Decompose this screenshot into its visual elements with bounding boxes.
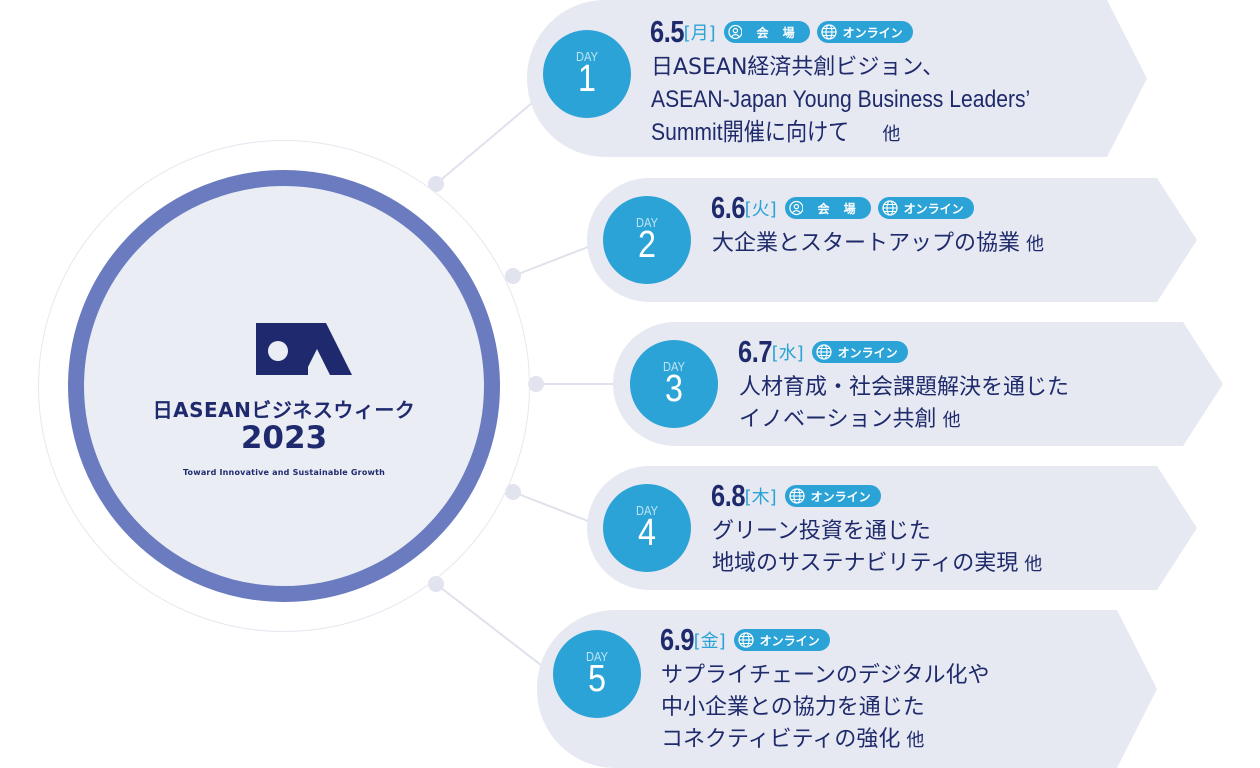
- connector-dot: [528, 376, 544, 392]
- day-weekday: [木]: [744, 487, 777, 508]
- title-line: 中小企業との協力を通じた: [661, 695, 925, 720]
- title-line: グリーン投資を通じた: [712, 519, 931, 544]
- online-tag: オンライン: [784, 485, 881, 507]
- title-line: 地域のサステナビリティの実現: [712, 551, 1019, 576]
- venue-tag: 会 場: [723, 21, 810, 43]
- other-label: 他: [942, 410, 961, 431]
- hub-outer-ring: [38, 140, 530, 632]
- day-label: DAY: [663, 359, 685, 374]
- day-number: 3: [665, 368, 683, 410]
- title-line: Summit開催に向けて: [651, 119, 850, 146]
- online-label: オンライン: [903, 201, 964, 216]
- day-label: DAY: [576, 49, 598, 64]
- title-line: 日ASEAN経済共創ビジョン、: [651, 55, 945, 80]
- day-header-4: 6.8 [木] オンライン: [711, 478, 888, 514]
- online-label: オンライン: [842, 25, 903, 40]
- hub-name: 日ASEANビジネスウィーク: [152, 398, 416, 422]
- day-number: 5: [588, 658, 606, 700]
- venue-label: 会 場: [756, 25, 800, 40]
- title-line: 人材育成・社会課題解決を通じた: [739, 375, 1070, 400]
- title-line: ASEAN-Japan Young Business Leaders’: [651, 86, 1031, 113]
- title-line: 大企業とスタートアップの協業: [712, 231, 1021, 256]
- day-badge-2: DAY 2: [603, 196, 691, 284]
- day-number: 2: [638, 224, 656, 266]
- day-date: 6.8: [711, 478, 746, 513]
- online-label: オンライン: [759, 633, 820, 648]
- day-header-5: 6.9 [金] オンライン: [660, 622, 837, 658]
- day-label: DAY: [636, 503, 658, 518]
- day-badge-3: DAY 3: [630, 340, 718, 428]
- globe-icon: [738, 632, 754, 648]
- day-title-3: 人材育成・社会課題解決を通じた イノベーション共創他: [739, 372, 1069, 437]
- day-label: DAY: [586, 649, 608, 664]
- venue-tag: 会 場: [784, 197, 871, 219]
- hub-tagline: Toward Innovative and Sustainable Growth: [182, 468, 386, 477]
- connector-dot: [428, 176, 444, 192]
- day-weekday: [金]: [693, 631, 726, 652]
- day-title-5: サプライチェーンのデジタル化や 中小企業との協力を通じた コネクティビティの強化…: [661, 660, 989, 757]
- day-title-4: グリーン投資を通じた 地域のサステナビリティの実現他: [712, 516, 1042, 581]
- day-badge-1: DAY 1: [543, 30, 631, 118]
- day-header-1: 6.5 [月] 会 場 オンライン: [650, 14, 920, 50]
- online-label: オンライン: [837, 345, 898, 360]
- title-line: イノベーション共創: [739, 407, 937, 432]
- other-label: 他: [906, 730, 925, 751]
- event-logo-icon: [256, 323, 352, 375]
- online-tag: オンライン: [811, 341, 908, 363]
- day-weekday: [水]: [771, 343, 804, 364]
- day-label: DAY: [636, 215, 658, 230]
- day-header-3: 6.7 [水] オンライン: [738, 334, 915, 370]
- day-title-1: 日ASEAN経済共創ビジョン、 ASEAN-Japan Young Busine…: [651, 52, 1082, 151]
- day-date: 6.7: [738, 334, 773, 369]
- online-tag: オンライン: [733, 629, 830, 651]
- other-label: 他: [1026, 234, 1045, 255]
- globe-icon: [882, 200, 898, 216]
- day-weekday: [月]: [683, 23, 716, 44]
- day-weekday: [火]: [744, 199, 777, 220]
- day-badge-5: DAY 5: [553, 630, 641, 718]
- venue-label: 会 場: [817, 201, 861, 216]
- hub-circle: 日ASEANビジネスウィーク 2023 Toward Innovative an…: [68, 170, 500, 602]
- globe-icon: [821, 24, 837, 40]
- day-date: 6.9: [660, 622, 695, 657]
- day-header-2: 6.6 [火] 会 場 オンライン: [711, 190, 981, 226]
- other-label: 他: [882, 124, 901, 145]
- title-line: サプライチェーンのデジタル化や: [661, 663, 990, 688]
- title-line: コネクティビティの強化: [661, 727, 901, 752]
- online-label: オンライン: [810, 489, 871, 504]
- day-card-5[interactable]: [537, 610, 1157, 768]
- hub-year: 2023: [240, 420, 328, 456]
- person-icon: [788, 200, 804, 216]
- online-tag: オンライン: [816, 21, 913, 43]
- globe-icon: [789, 488, 805, 504]
- other-label: 他: [1024, 554, 1043, 575]
- day-title-2: 大企業とスタートアップの協業他: [712, 228, 1044, 261]
- day-date: 6.5: [650, 14, 685, 49]
- person-icon: [727, 24, 743, 40]
- online-tag: オンライン: [877, 197, 974, 219]
- connector-dot: [505, 268, 521, 284]
- globe-icon: [816, 344, 832, 360]
- connector-dot: [505, 484, 521, 500]
- day-number: 1: [578, 58, 596, 100]
- day-number: 4: [638, 512, 656, 554]
- day-date: 6.6: [711, 190, 746, 225]
- day-badge-4: DAY 4: [603, 484, 691, 572]
